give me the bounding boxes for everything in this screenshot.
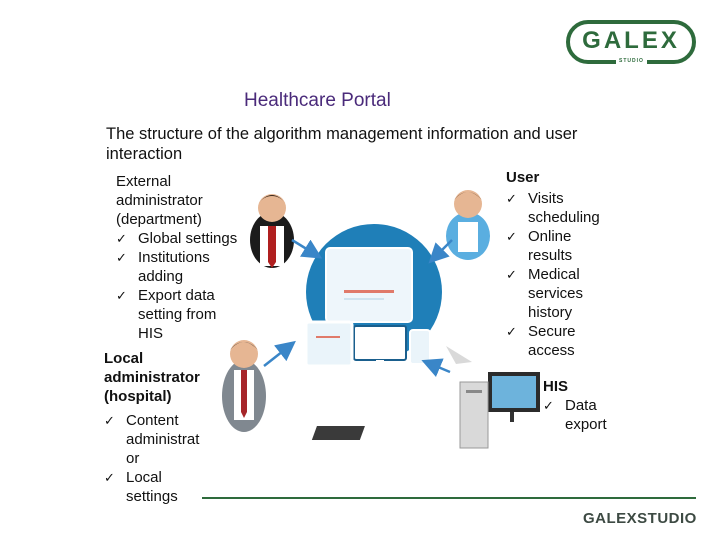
local-admin-avatar-icon — [222, 340, 266, 432]
footer-divider — [202, 497, 696, 499]
external-admin-avatar-icon — [250, 194, 294, 268]
arrow-external-to-portal — [292, 240, 318, 256]
devices-icon — [306, 224, 442, 366]
arrow-his-to-portal — [426, 362, 450, 372]
arrow-user-to-portal — [432, 240, 452, 260]
his-workstation-icon — [312, 372, 540, 448]
user-avatar-icon — [446, 190, 490, 260]
arrow-local-to-portal — [264, 344, 292, 366]
his-arrow-shadow — [446, 346, 472, 364]
footer-brand: GALEXSTUDIO — [583, 510, 697, 527]
